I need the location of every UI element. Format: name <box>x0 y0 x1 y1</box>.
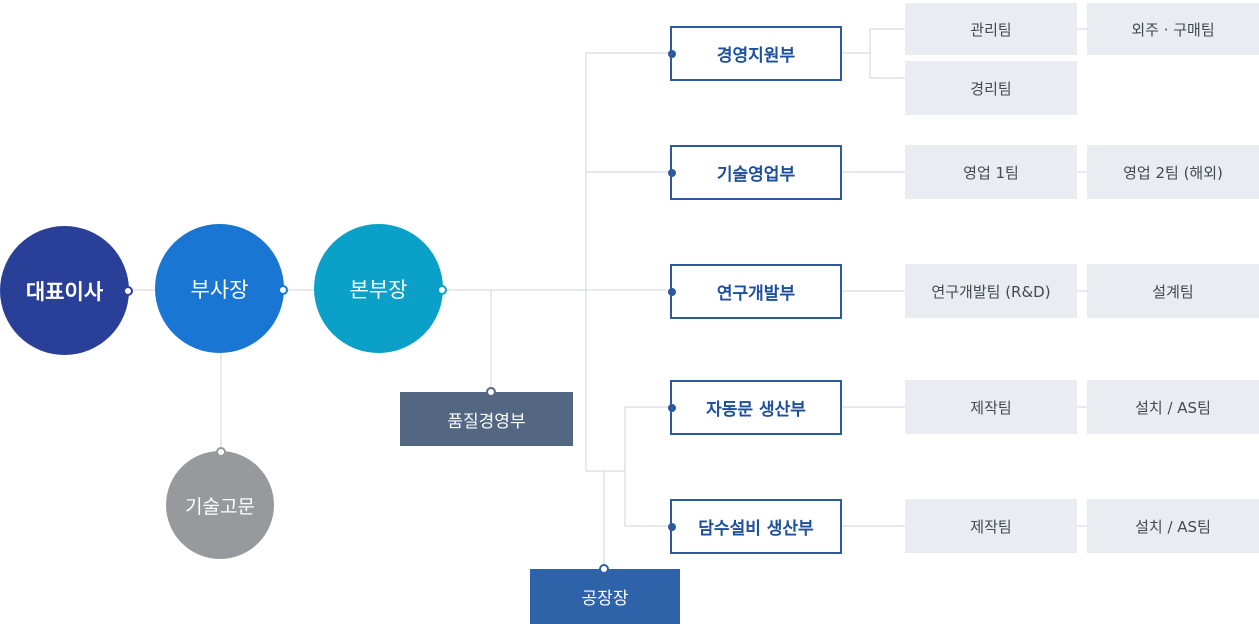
team-label: 연구개발팀 (R&D) <box>931 282 1051 301</box>
dept-connector-dot <box>668 287 676 296</box>
team-box: 영업 1팀 <box>905 145 1077 199</box>
vice-president-node: 부사장 <box>155 224 288 353</box>
team-label: 외주 · 구매팀 <box>1131 20 1215 39</box>
dept-label: 자동문 생산부 <box>706 400 806 420</box>
quality-connector-dot <box>486 387 496 397</box>
factory-manager-label: 공장장 <box>581 589 629 609</box>
team-label: 관리팀 <box>970 20 1012 39</box>
ceo-node: 대표이사 <box>0 226 133 355</box>
team-box: 외주 · 구매팀 <box>1087 3 1259 55</box>
factory-manager-box: 공장장 <box>530 564 680 624</box>
division-head-label: 본부장 <box>349 277 408 302</box>
team-label: 제작팀 <box>970 517 1012 536</box>
dept-desalination-production: 담수설비 생산부 <box>668 499 842 554</box>
dept-management-support: 경영지원부 <box>668 26 842 81</box>
team-box: 제작팀 <box>905 380 1077 434</box>
dept-technical-sales: 기술영업부 <box>668 145 842 200</box>
dept-label: 경영지원부 <box>716 46 796 66</box>
team-box: 제작팀 <box>905 499 1077 553</box>
team-box: 설계팀 <box>1087 264 1259 318</box>
team-label: 설계팀 <box>1152 282 1194 301</box>
dept-automatic-door-production: 자동문 생산부 <box>668 380 842 435</box>
dept-connector-dot <box>668 522 676 531</box>
team-box: 경리팀 <box>905 61 1077 115</box>
team-box: 설치 / AS팀 <box>1087 499 1259 553</box>
quality-management-box: 품질경영부 <box>400 387 573 446</box>
team-label: 설치 / AS팀 <box>1135 398 1211 417</box>
factory-connector-dot <box>599 564 609 574</box>
team-box: 연구개발팀 (R&D) <box>905 264 1077 318</box>
quality-management-label: 품질경영부 <box>447 411 526 432</box>
team-box: 설치 / AS팀 <box>1087 380 1259 434</box>
vice-president-connector-dot <box>278 285 288 295</box>
dept-research-development: 연구개발부 <box>668 264 842 319</box>
dept-label: 기술영업부 <box>716 165 796 185</box>
team-label: 설치 / AS팀 <box>1135 517 1211 536</box>
team-label: 경리팀 <box>970 79 1012 98</box>
team-label: 영업 1팀 <box>963 163 1019 182</box>
advisor-label: 기술고문 <box>185 495 255 518</box>
team-label: 제작팀 <box>970 398 1012 417</box>
advisor-node: 기술고문 <box>166 447 274 559</box>
vice-president-label: 부사장 <box>190 277 249 302</box>
dept-label: 연구개발부 <box>716 284 796 304</box>
advisor-connector-dot <box>216 447 226 457</box>
division-head-connector-dot <box>437 285 447 295</box>
dept-connector-dot <box>668 168 676 177</box>
dept-connector-dot <box>668 403 676 412</box>
team-box: 영업 2팀 (해외) <box>1087 145 1259 199</box>
ceo-connector-dot <box>123 286 133 296</box>
ceo-label: 대표이사 <box>25 279 104 304</box>
dept-label: 담수설비 생산부 <box>698 519 814 539</box>
division-head-node: 본부장 <box>314 224 447 353</box>
team-box: 관리팀 <box>905 3 1077 55</box>
dept-connector-dot <box>668 49 676 58</box>
team-label: 영업 2팀 (해외) <box>1123 163 1223 182</box>
